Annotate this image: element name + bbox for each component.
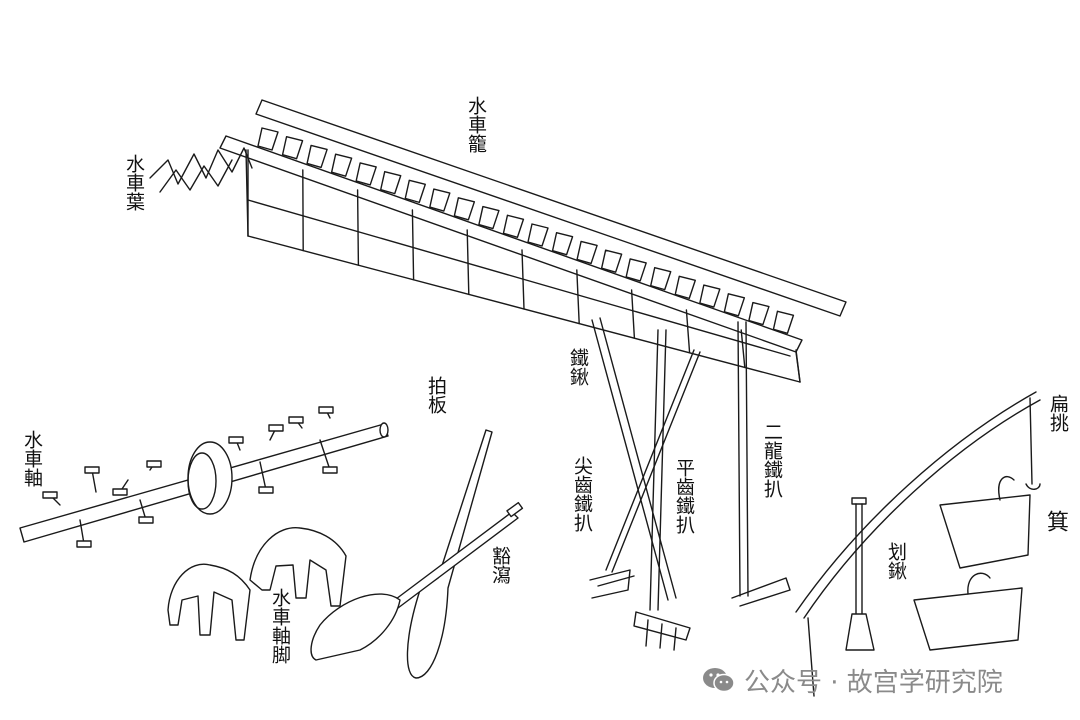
trough-blade bbox=[600, 249, 623, 273]
label-shovel: 划鍬 bbox=[885, 542, 907, 580]
axle-peg-head bbox=[112, 488, 128, 496]
axle-peg-head bbox=[322, 466, 338, 474]
axle-peg-head bbox=[76, 540, 92, 548]
trough-slat bbox=[466, 229, 470, 296]
label-flat-tooth-rake: 平齒鐵扒 bbox=[673, 458, 695, 534]
label-two-dragon-rake: 二龍鐵扒 bbox=[761, 422, 783, 498]
carrying-pole-drawing bbox=[795, 391, 1041, 697]
label-winnowing-basket: 箕 bbox=[1043, 510, 1068, 532]
trough-slat bbox=[411, 209, 415, 281]
trough-blade bbox=[404, 179, 426, 204]
trough-blade bbox=[551, 232, 574, 256]
axle-peg bbox=[319, 439, 331, 471]
pointed-tooth-rake-drawing bbox=[589, 349, 701, 599]
trough-blade bbox=[723, 293, 746, 317]
axle-peg-head bbox=[318, 406, 334, 414]
axle-peg-head bbox=[288, 416, 304, 424]
iron-spade-drawing bbox=[591, 317, 677, 601]
water-wheel-axle-feet-drawing bbox=[167, 527, 347, 641]
trough-blade bbox=[650, 266, 672, 291]
label-water-wheel-axle-feet: 水車軸脚 bbox=[269, 588, 291, 664]
trough-blade bbox=[453, 197, 476, 221]
label-iron-spade: 鐵鍬 bbox=[567, 348, 589, 386]
label-carrying-pole: 扁挑 bbox=[1047, 394, 1069, 432]
trough-slat bbox=[356, 189, 360, 266]
trough-blade bbox=[478, 205, 500, 230]
shovel-drawing bbox=[845, 497, 875, 651]
trough-slat bbox=[795, 349, 801, 383]
trough-blade bbox=[257, 127, 279, 151]
label-water-wheel-axle: 水車軸 bbox=[21, 430, 43, 487]
trough-blade bbox=[502, 214, 525, 238]
trough-slat bbox=[576, 269, 580, 325]
wechat-icon bbox=[703, 668, 735, 693]
trough-blade bbox=[281, 136, 304, 160]
label-scoop-ladle: 豁瀉 bbox=[489, 546, 511, 584]
trough-blade bbox=[772, 310, 795, 334]
winnowing-basket-drawing bbox=[913, 475, 1031, 651]
axle-peg-head bbox=[146, 460, 162, 468]
trough-slat bbox=[685, 309, 691, 354]
trough-blade bbox=[748, 301, 770, 326]
trough-slat bbox=[740, 329, 746, 369]
water-wheel-trough-drawing bbox=[219, 99, 847, 383]
water-wheel-axle-drawing bbox=[19, 406, 389, 548]
label-pointed-tooth-rake: 尖齒鐵扒 bbox=[571, 456, 593, 532]
label-water-wheel-trough: 水車籠 bbox=[465, 96, 487, 153]
axle-peg-head bbox=[138, 516, 154, 524]
axle-peg bbox=[259, 461, 267, 491]
watermark-text: 公众号 · 故宫学研究院 bbox=[744, 667, 1003, 698]
trough-blade bbox=[674, 275, 696, 300]
two-dragon-rake-drawing bbox=[731, 321, 791, 607]
trough-blade bbox=[576, 240, 598, 265]
trough-blade bbox=[625, 258, 647, 282]
trough-blade bbox=[527, 223, 549, 247]
trough-blade bbox=[429, 188, 451, 212]
trough-slat bbox=[521, 249, 525, 310]
trough-blade bbox=[699, 284, 721, 308]
axle-peg bbox=[79, 519, 85, 545]
trough-blade bbox=[355, 162, 377, 186]
trough-blade bbox=[306, 144, 328, 169]
water-wheel-blades-drawing bbox=[149, 147, 253, 193]
trough-blade bbox=[380, 170, 402, 195]
axle-peg-head bbox=[268, 424, 284, 432]
scoop-ladle-drawing bbox=[310, 501, 524, 661]
label-paddle-board: 拍板 bbox=[425, 376, 447, 414]
axle-peg-head bbox=[228, 436, 244, 444]
axle-peg-head bbox=[258, 486, 274, 494]
axle-peg-head bbox=[84, 466, 100, 474]
axle-peg-head bbox=[42, 491, 58, 499]
trough-slat bbox=[630, 289, 636, 339]
flat-tooth-rake-drawing bbox=[633, 329, 691, 651]
label-water-wheel-blades: 水車葉 bbox=[123, 154, 145, 211]
trough-blade bbox=[330, 153, 353, 177]
watermark: 公众号 · 故宫学研究院 bbox=[702, 660, 1003, 700]
paddle-board-drawing bbox=[406, 429, 493, 679]
